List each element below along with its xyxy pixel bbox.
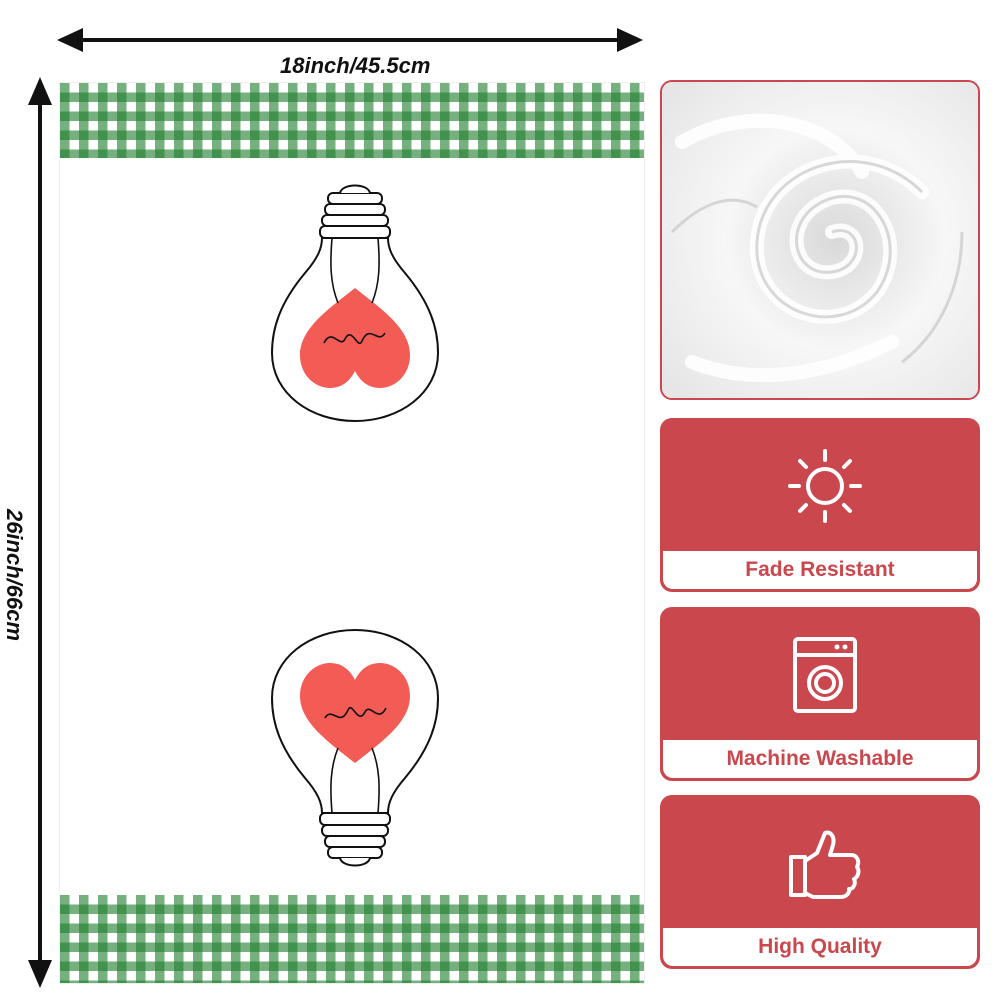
- fabric-closeup-image: [660, 80, 980, 400]
- washing-machine-icon: [793, 637, 857, 713]
- height-arrow: [28, 77, 52, 988]
- feature-label: Machine Washable: [663, 740, 977, 778]
- width-label: 18inch/45.5cm: [280, 53, 431, 78]
- feature-card-fade-resistant: Fade Resistant: [660, 418, 980, 592]
- feature-card-machine-washable: Machine Washable: [660, 607, 980, 781]
- bulb-illustration-top: [270, 184, 440, 423]
- towel-product: [60, 83, 644, 983]
- feature-card-high-quality: High Quality: [660, 795, 980, 969]
- width-arrow: [57, 28, 643, 52]
- feature-label: Fade Resistant: [663, 551, 977, 589]
- thumbs-up-icon: [789, 830, 861, 899]
- sun-icon: [788, 449, 862, 523]
- gingham-border-top: [60, 83, 644, 158]
- gingham-border-bottom: [60, 895, 644, 983]
- bulb-illustration-bottom: [270, 628, 440, 867]
- feature-label: High Quality: [663, 928, 977, 966]
- fabric-swirl: [662, 82, 978, 398]
- height-label: 26inch/66cm: [2, 508, 27, 642]
